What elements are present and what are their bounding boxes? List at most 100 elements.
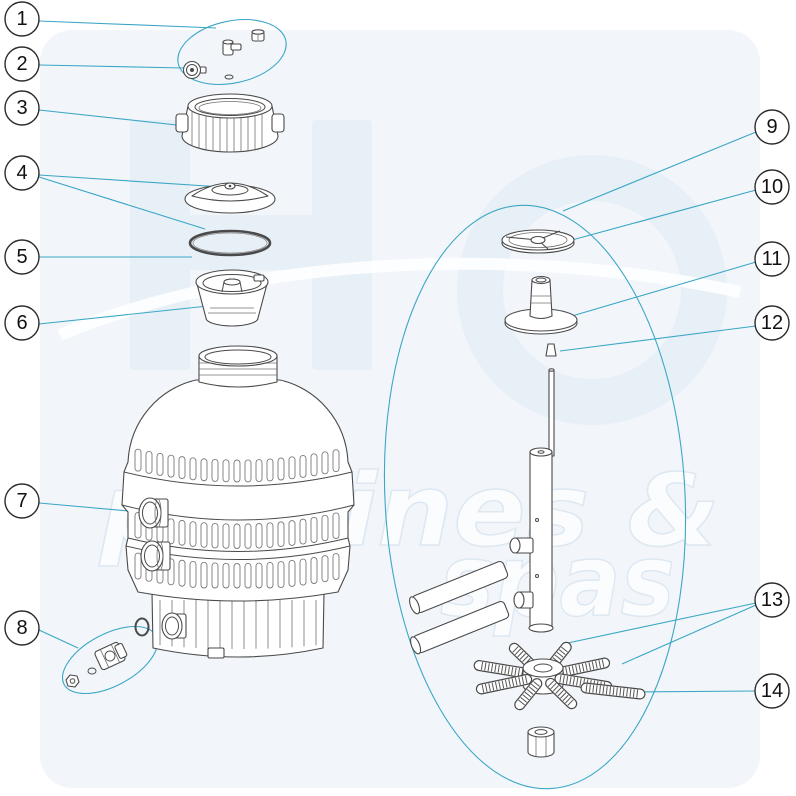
part-central-pipe — [509, 368, 555, 633]
tank-port-drain — [161, 612, 187, 640]
tank-rib — [222, 523, 230, 549]
tank-drain-tab — [207, 647, 225, 659]
tank-rib — [321, 514, 329, 542]
callout-1: 1 — [4, 1, 40, 37]
single-lateral-tube — [580, 682, 646, 700]
tank-rib — [178, 559, 186, 587]
callout-12: 12 — [754, 305, 790, 341]
lateral-slots — [511, 645, 539, 672]
tank-port-upper — [138, 497, 169, 529]
tank-rib — [178, 456, 186, 480]
lateral-arm — [473, 660, 532, 679]
leader-10 — [571, 189, 757, 241]
leader-4a — [38, 174, 223, 188]
tank-port-lower — [140, 540, 171, 572]
leader-13a — [562, 602, 757, 645]
tank-rib — [167, 558, 175, 586]
callout-label: 7 — [16, 490, 27, 512]
tank-rib — [189, 521, 197, 547]
callout-label: 12 — [761, 312, 783, 334]
callouts: 1 2 3 4 5 6 7 8 9 10 11 12 13 14 — [4, 1, 790, 709]
laterals-back — [473, 641, 611, 679]
callout-label: 1 — [16, 8, 27, 30]
tank-rib — [156, 452, 164, 476]
part-lock-ring — [175, 93, 285, 153]
leader-14 — [624, 690, 757, 693]
leader-13b — [621, 604, 757, 665]
tank-rib — [266, 561, 274, 589]
callout-label: 8 — [16, 617, 27, 639]
part-standpipe-flange — [504, 275, 578, 335]
group-outline-top-fittings — [177, 19, 287, 85]
lateral-arm — [545, 677, 578, 710]
tank-rib — [211, 562, 219, 589]
callout-8: 8 — [4, 610, 40, 646]
tank-rib — [299, 454, 307, 478]
tank-rib — [299, 518, 307, 545]
part-long-pipe-lower — [410, 600, 510, 655]
callout-label: 2 — [16, 53, 27, 75]
tank-rib — [167, 518, 175, 545]
part-deflector — [501, 229, 575, 254]
part-diffuser — [195, 269, 269, 327]
callout-6: 6 — [4, 305, 40, 341]
tank-rib — [211, 522, 219, 549]
part-cone-cap — [545, 343, 557, 357]
callout-5: 5 — [4, 239, 40, 275]
lateral-arm — [514, 678, 543, 711]
leader-8 — [38, 629, 79, 649]
tank-rib — [299, 558, 307, 586]
leader-lines — [38, 20, 757, 693]
part-vent-fittings — [222, 29, 265, 80]
tank-rib — [310, 557, 318, 584]
tank-rib — [222, 562, 230, 589]
tank-rib — [233, 523, 241, 549]
callout-label: 13 — [761, 589, 783, 611]
callout-label: 14 — [761, 680, 783, 702]
tank-rib — [145, 451, 153, 474]
part-filter-tank — [121, 345, 355, 659]
lateral-arm — [553, 657, 611, 679]
lateral-slots — [478, 661, 527, 678]
tank-rib — [288, 520, 296, 546]
part-bottom-nut — [527, 726, 555, 758]
leader-2 — [38, 64, 185, 69]
part-pressure-gauge — [182, 60, 207, 80]
lateral-slots — [558, 659, 606, 677]
callout-7: 7 — [4, 483, 40, 519]
tank-rib — [277, 561, 285, 589]
tank-rib — [200, 522, 208, 548]
tank-rib — [189, 560, 197, 588]
leader-4b — [38, 176, 206, 230]
tank-rib — [244, 562, 252, 589]
callout-label: 11 — [762, 248, 783, 270]
callout-2: 2 — [4, 46, 40, 82]
tank-rib — [288, 456, 296, 480]
lateral-slots — [480, 675, 528, 693]
tank-rib — [310, 453, 318, 477]
part-single-lateral — [580, 682, 646, 700]
tank-rib — [134, 512, 142, 539]
callout-label: 9 — [766, 116, 777, 138]
tank-rib — [134, 552, 142, 580]
callout-4: 4 — [4, 155, 40, 191]
tank-rib — [178, 519, 186, 546]
part-long-pipe-upper — [409, 560, 509, 615]
tank-rib — [233, 459, 241, 483]
leader-6 — [38, 305, 209, 325]
tank-rib — [321, 555, 329, 583]
tank-rib — [244, 459, 252, 483]
callout-10: 10 — [754, 169, 790, 205]
callout-13: 13 — [754, 582, 790, 618]
tank-rib — [244, 523, 252, 549]
tank-rib — [332, 449, 340, 473]
callout-label: 10 — [761, 176, 783, 198]
callout-3: 3 — [4, 90, 40, 126]
tank-rib — [167, 454, 175, 478]
leader-9 — [562, 131, 757, 212]
group-outline-internals — [383, 204, 687, 790]
tank-skirt-ribs — [159, 600, 317, 649]
tank-rib — [332, 553, 340, 580]
leader-3 — [38, 109, 196, 128]
